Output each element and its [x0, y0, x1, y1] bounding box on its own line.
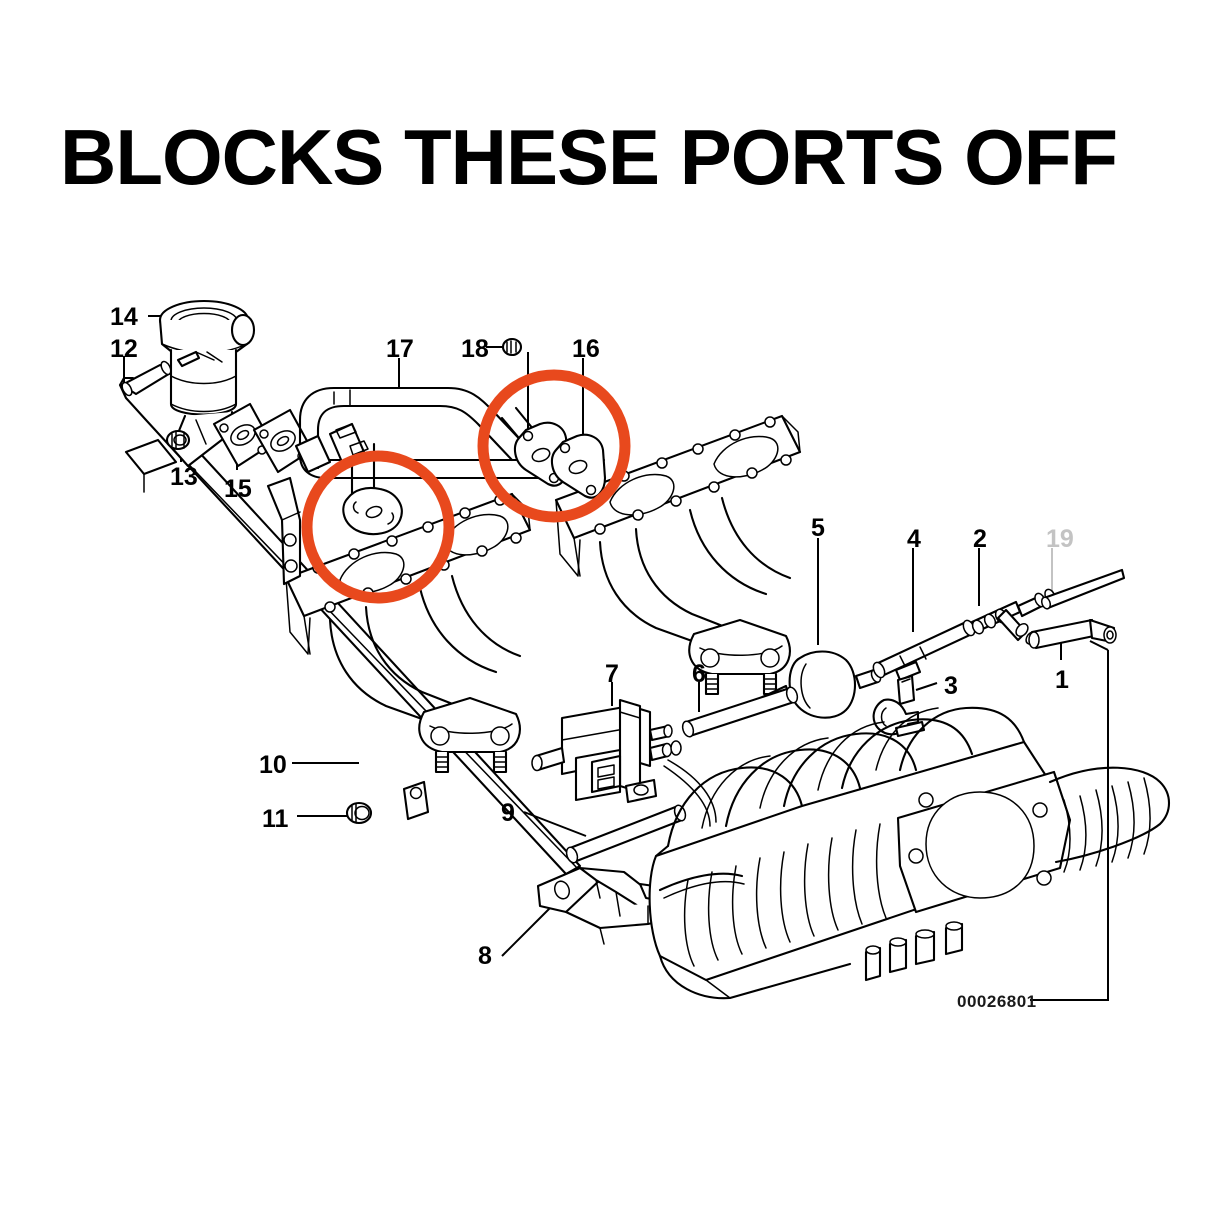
callout-11: 11: [262, 805, 289, 833]
annotation-title: BLOCKS THESE PORTS OFF: [60, 113, 1118, 201]
part-1-hose: [1028, 618, 1117, 650]
part-3-clip: [872, 660, 926, 738]
callout-10: 10: [259, 751, 287, 779]
callout-5: 5: [811, 514, 825, 542]
callout-8: 8: [478, 942, 492, 970]
callout-12: 12: [110, 335, 138, 363]
callout-16: 16: [572, 335, 600, 363]
diagram-reference-number: 00026801: [957, 992, 1037, 1011]
left-port-highlight: [301, 450, 455, 604]
part-7-solenoid-valve: [531, 698, 717, 827]
right-exhaust-manifold: [513, 414, 802, 696]
callout-14: 14: [110, 303, 138, 331]
part-18-nut: [501, 337, 523, 357]
highlight-circles: [301, 369, 631, 604]
callout-13: 13: [170, 463, 198, 491]
callout-15: 15: [224, 475, 252, 503]
callout-19: 19: [1046, 525, 1074, 553]
callout-3: 3: [944, 672, 958, 700]
callout-17: 17: [386, 335, 414, 363]
part-13-nut: [165, 429, 191, 451]
right-port-highlight: [477, 369, 631, 523]
callout-4: 4: [907, 525, 921, 553]
part-11-grommet: [345, 801, 373, 825]
part-6-hose: [681, 686, 799, 738]
callout-2: 2: [973, 525, 987, 553]
callout-6: 6: [692, 660, 706, 688]
callout-1: 1: [1055, 666, 1069, 694]
callout-7: 7: [605, 660, 619, 688]
part-19-pipe: [1040, 568, 1126, 610]
part-4-hose: [872, 619, 976, 679]
callout-18: 18: [461, 335, 489, 363]
callout-9: 9: [501, 799, 515, 827]
intake-manifold: [648, 706, 1171, 1000]
